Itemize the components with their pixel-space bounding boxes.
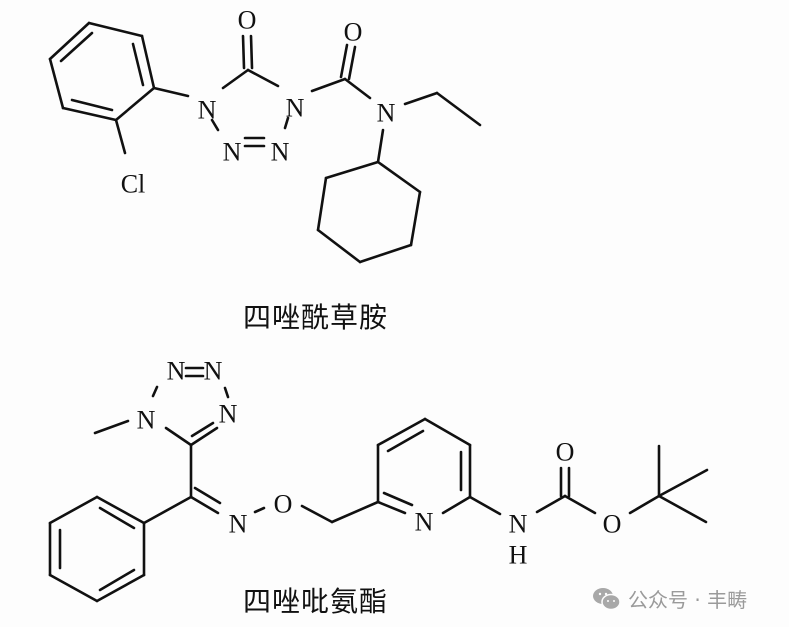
atom-o-carbonyl: O bbox=[556, 438, 575, 467]
caption-molecule-1: 四唑酰草胺 bbox=[243, 301, 389, 334]
atom-n3: N bbox=[223, 138, 242, 167]
molecule-tetrazolinone-amide: Cl N O N N N O N bbox=[48, 6, 482, 264]
wechat-icon bbox=[592, 587, 622, 611]
pyridine-ring bbox=[376, 417, 472, 515]
atom-n4: N bbox=[271, 138, 290, 167]
atom-n-oxime: N bbox=[229, 510, 248, 539]
atom-cl: Cl bbox=[121, 170, 146, 199]
atom-n5: N bbox=[377, 99, 396, 128]
atom-o1: O bbox=[238, 6, 257, 35]
atom-o-ester: O bbox=[603, 510, 622, 539]
watermark: 公众号 · 丰畴 bbox=[592, 584, 747, 613]
phenyl-ring bbox=[48, 495, 146, 603]
atom-o-ether: O bbox=[274, 490, 293, 519]
molecule-picarbutrazox: N N N N N O bbox=[48, 357, 709, 603]
watermark-text: 公众号 · 丰畴 bbox=[628, 588, 748, 612]
atom-t4: N bbox=[137, 406, 156, 435]
cyclohexyl-ring bbox=[316, 160, 422, 264]
atom-n-pyridine: N bbox=[415, 508, 434, 537]
atom-n1: N bbox=[198, 96, 217, 125]
atom-t1: N bbox=[167, 357, 186, 386]
chlorophenyl-ring bbox=[48, 21, 156, 122]
atom-n2: N bbox=[286, 94, 305, 123]
c-cl-bond bbox=[114, 118, 127, 155]
caption-molecule-2: 四唑吡氨酯 bbox=[243, 585, 389, 618]
atom-nh-n: N bbox=[509, 510, 528, 539]
atom-nh-h: H bbox=[509, 541, 528, 570]
atom-t2: N bbox=[204, 357, 223, 386]
atom-t3: N bbox=[219, 400, 238, 429]
atom-o2: O bbox=[344, 18, 363, 47]
